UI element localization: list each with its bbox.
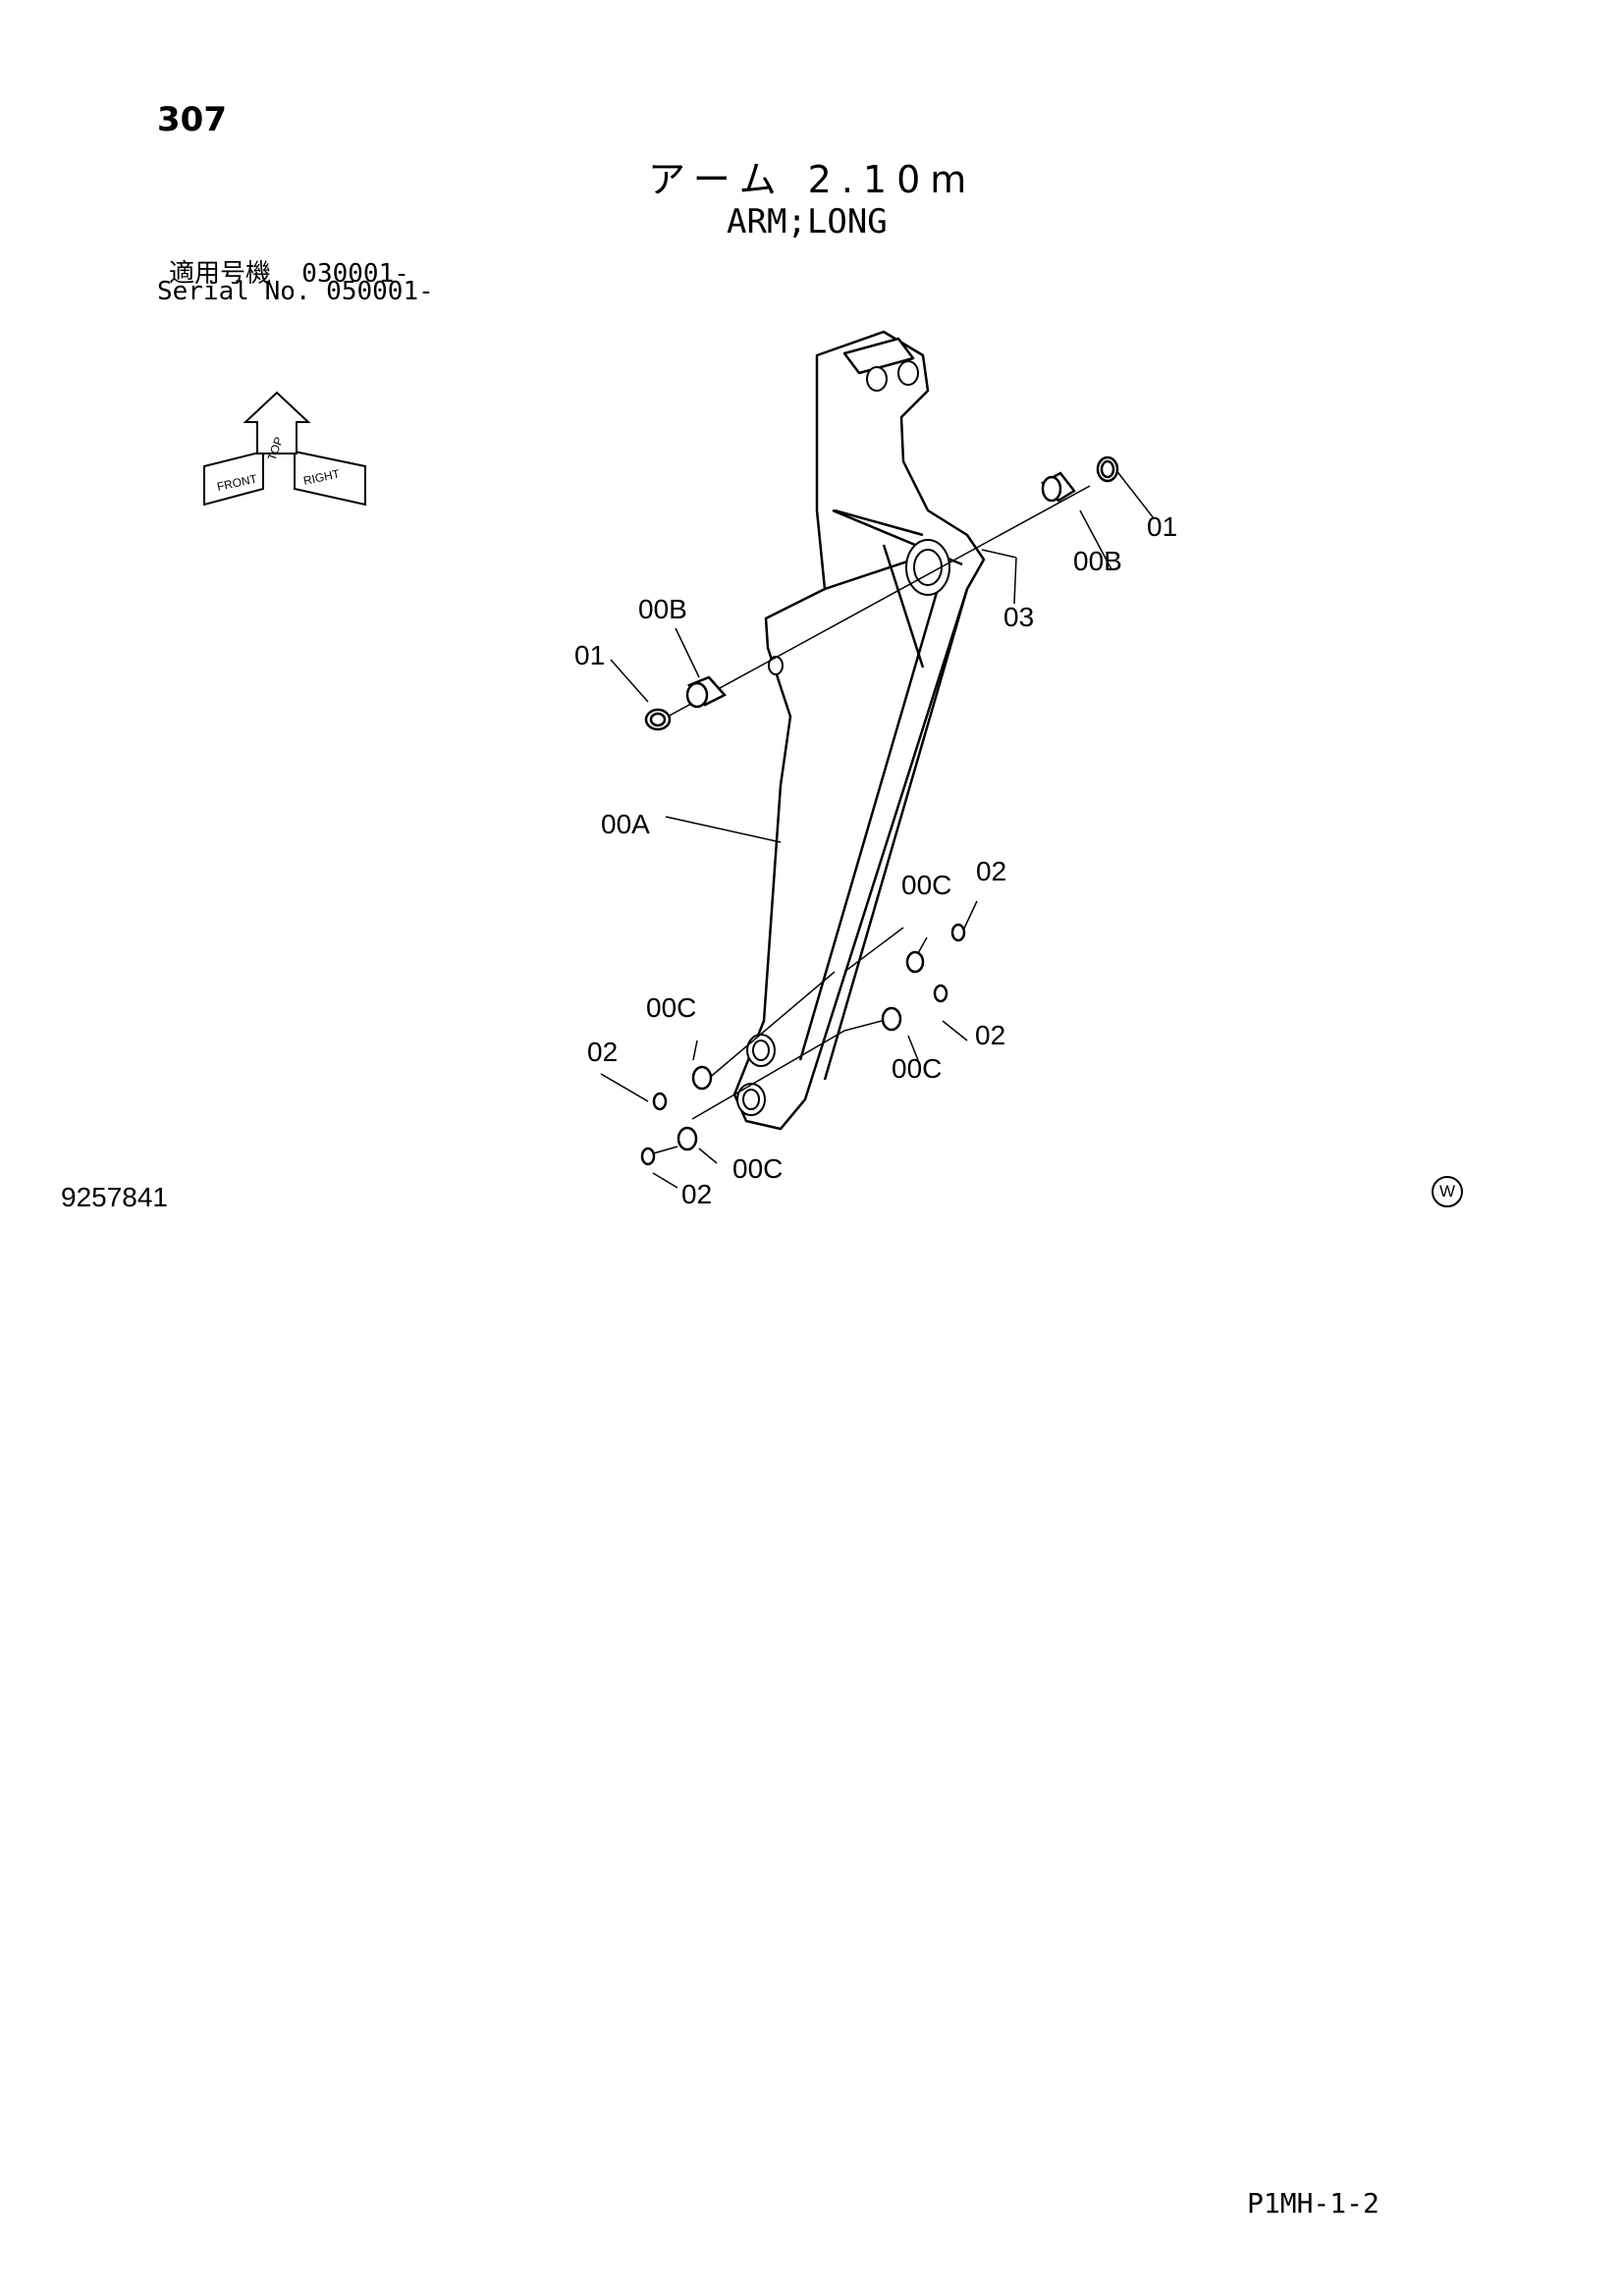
title-english: ARM;LONG (727, 202, 888, 241)
drawing-number: 9257841 (61, 1182, 169, 1212)
callout-02-left-mid: 02 (587, 1037, 618, 1067)
title-japanese: アーム 2.10m (648, 158, 977, 201)
bushing-00C-left-mid (691, 1065, 713, 1091)
page-code: P1MH-1-2 (1247, 2187, 1380, 2219)
seal-02-lower-right (933, 984, 948, 1003)
w-mark-icon: W (1432, 1176, 1463, 1207)
callout-00C-left-mid: 00C (646, 992, 696, 1023)
callout-02-lower-right: 02 (975, 1020, 1005, 1050)
bushing-00C-bottom (677, 1126, 698, 1151)
callout-03: 03 (1003, 602, 1034, 632)
seal-02-left-mid (652, 1092, 668, 1111)
callout-00B-left: 00B (638, 594, 687, 624)
serial-number-line: Serial No. 050001- (157, 277, 434, 306)
callout-01-left: 01 (574, 640, 605, 670)
callout-02-bottom: 02 (681, 1179, 712, 1209)
callout-00B-right: 00B (1073, 546, 1122, 576)
callout-02-upper-right: 02 (976, 856, 1006, 886)
callout-01-right: 01 (1147, 511, 1177, 542)
bushing-00C-lower-right (881, 1006, 902, 1032)
applicable-machine-line: 適用号機 030001- (169, 259, 409, 289)
seal-02-upper-right (950, 923, 966, 942)
callout-00C-upper-right: 00C (901, 870, 951, 900)
leader-lines (600, 468, 1155, 1189)
arm-body (732, 330, 986, 1131)
page-number: 307 (157, 100, 227, 139)
callout-00C-bottom: 00C (732, 1153, 783, 1184)
arm-bores (736, 360, 950, 1116)
seal-02-bottom (640, 1147, 656, 1166)
callout-00C-lower-right: 00C (892, 1053, 942, 1084)
bushing-00C-upper-right (905, 950, 925, 974)
callout-00A: 00A (601, 809, 650, 839)
bushings-and-seals (640, 455, 1119, 1166)
orientation-icon: FRONT TOP RIGHT (203, 391, 366, 507)
